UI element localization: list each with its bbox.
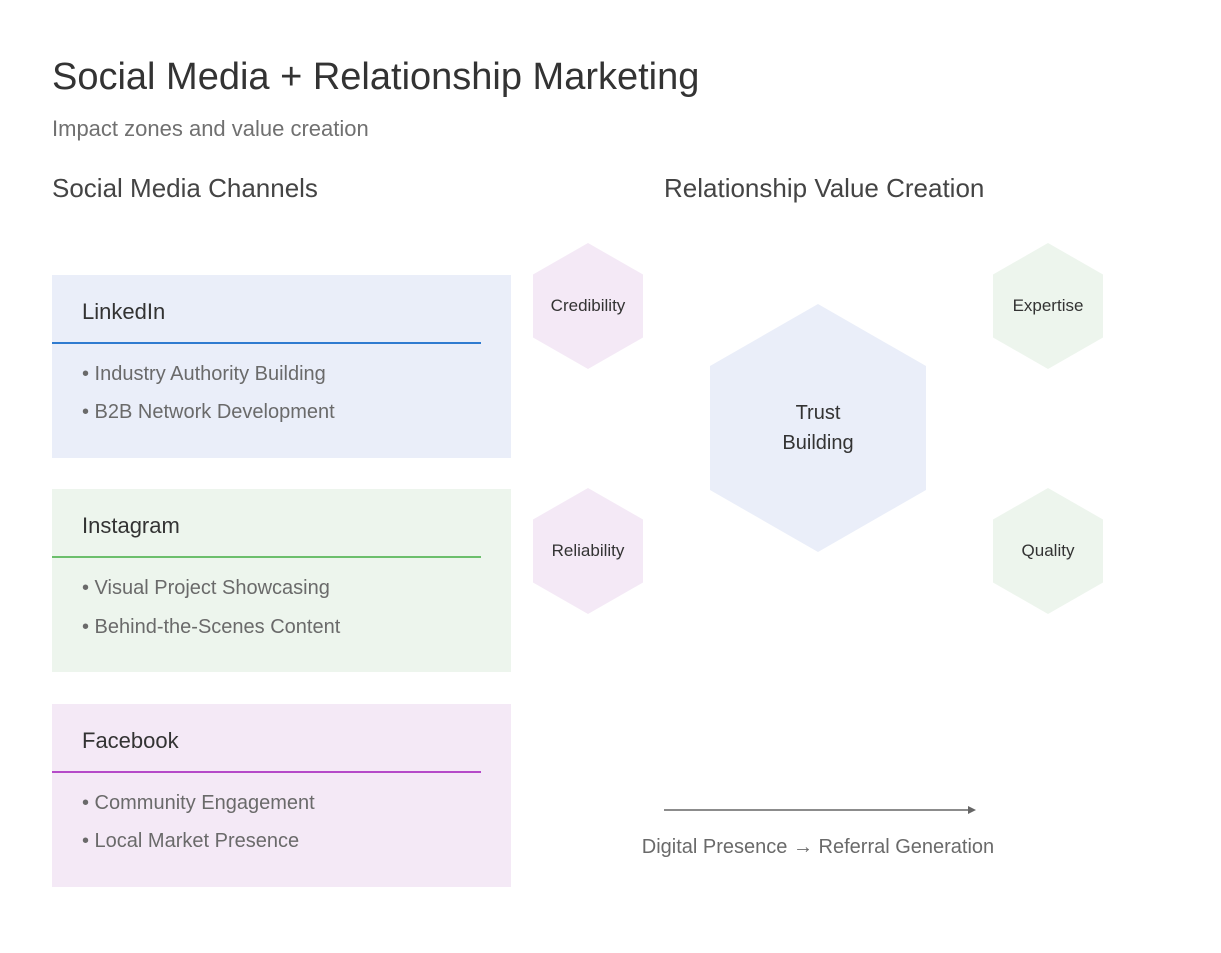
hex-reliability: Reliability [533, 488, 643, 614]
channel-bullet: • B2B Network Development [82, 401, 335, 423]
channel-divider [52, 556, 481, 558]
channel-divider [52, 771, 481, 773]
flow-caption: Digital Presence → Referral Generation [641, 836, 995, 858]
channel-bullet: • Community Engagement [82, 792, 315, 814]
channel-bullet: • Industry Authority Building [82, 363, 326, 385]
channel-card-linkedin: LinkedIn • Industry Authority Building •… [52, 275, 511, 458]
channel-divider [52, 342, 481, 344]
hex-quality: Quality [993, 488, 1103, 614]
hex-expertise: Expertise [993, 243, 1103, 369]
hex-credibility: Credibility [533, 243, 643, 369]
channel-bullet: • Visual Project Showcasing [82, 577, 330, 599]
hex-trust-building: Trust Building [710, 304, 926, 552]
channel-card-instagram: Instagram • Visual Project Showcasing • … [52, 489, 511, 672]
channels-section-heading: Social Media Channels [52, 173, 318, 203]
page-subtitle: Impact zones and value creation [52, 116, 369, 141]
value-section-heading: Relationship Value Creation [664, 173, 985, 203]
page-title: Social Media + Relationship Marketing [52, 56, 700, 98]
channel-name: Instagram [82, 513, 180, 538]
flow-arrow [664, 806, 976, 814]
channel-name: Facebook [82, 728, 179, 753]
channel-bullet: • Local Market Presence [82, 830, 300, 852]
flow-arrow-head [968, 806, 976, 814]
channel-name: LinkedIn [82, 299, 166, 324]
channel-card-facebook: Facebook • Community Engagement • Local … [52, 704, 511, 887]
channel-bullet: • Behind-the-Scenes Content [82, 616, 341, 638]
